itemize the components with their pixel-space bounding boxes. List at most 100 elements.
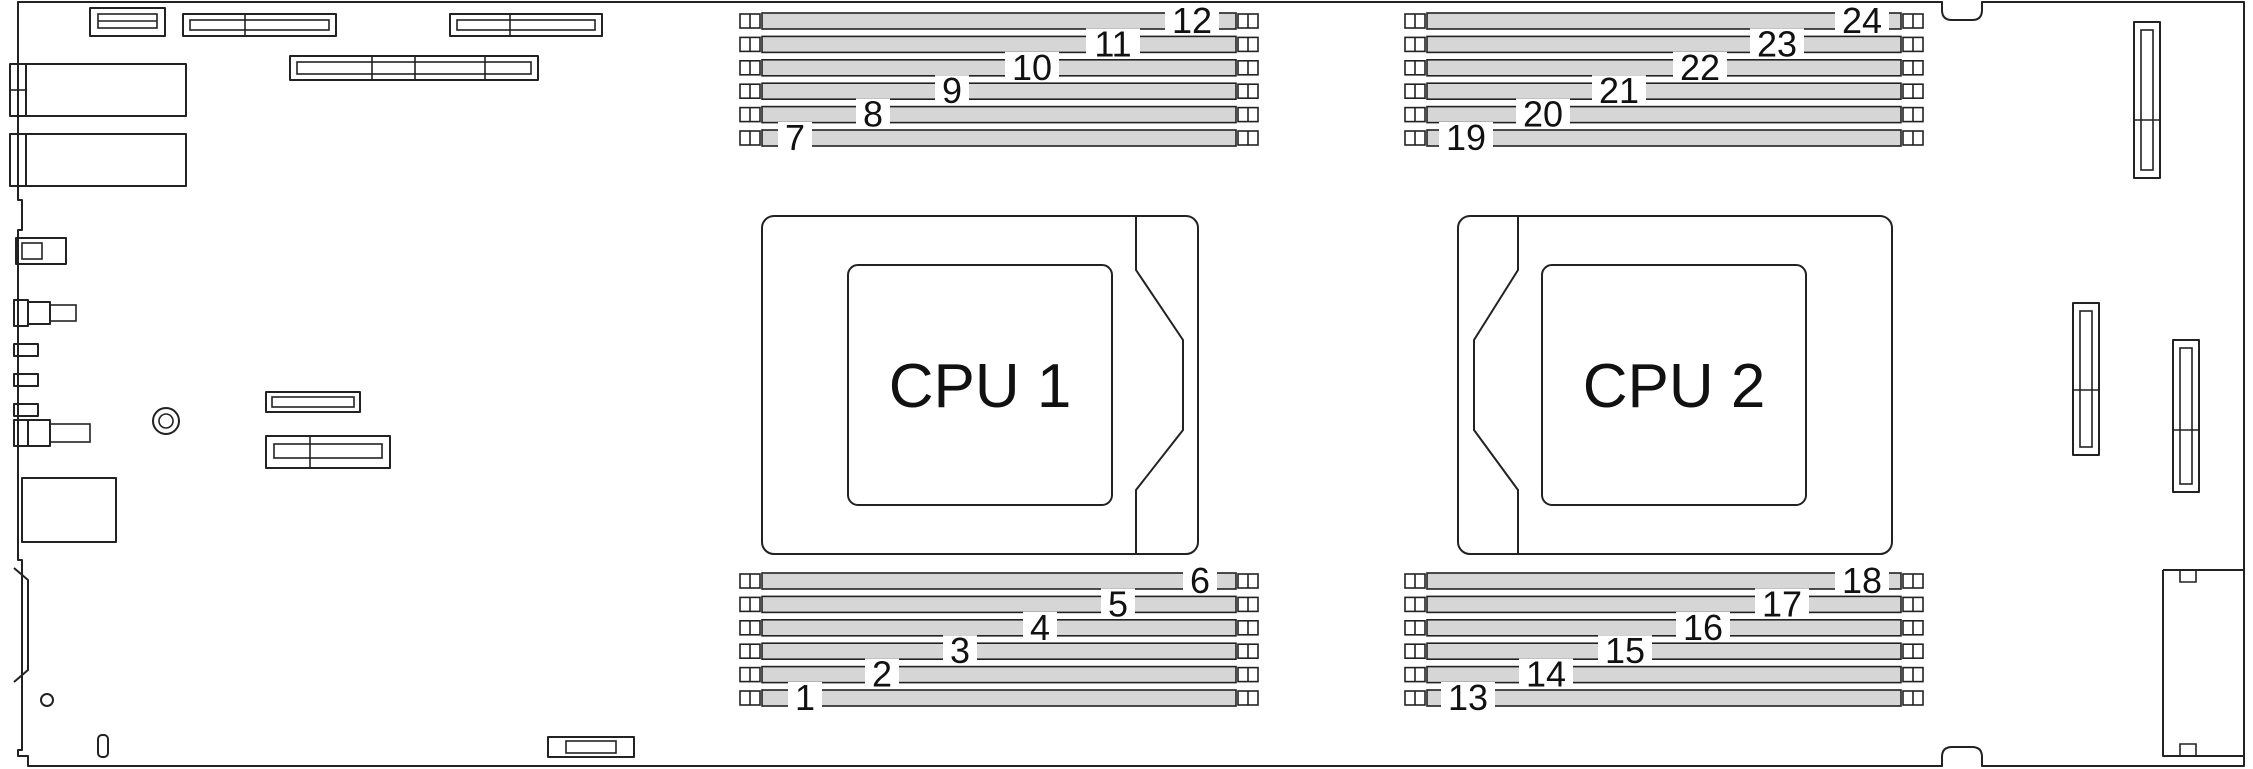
dimm-slot-label: 12 xyxy=(1172,0,1212,41)
rear-port-2 xyxy=(9,133,187,187)
dimm-body xyxy=(761,105,1237,124)
dimm-slot-label: 8 xyxy=(863,94,883,135)
dimm-label-bg xyxy=(1835,5,1889,35)
dimm-slot-label: 14 xyxy=(1526,654,1566,695)
dimm-body xyxy=(1426,129,1902,147)
power-connector-2 xyxy=(13,419,91,447)
dimm-body xyxy=(761,82,1237,100)
top-connector-4 xyxy=(289,55,539,81)
round-component xyxy=(152,407,180,435)
dimm-label-bg xyxy=(1101,588,1135,619)
dimm-slot-label: 2 xyxy=(872,654,892,695)
dimm-body xyxy=(761,665,1237,684)
dimm-body xyxy=(761,618,1237,637)
dimm-slot-label: 23 xyxy=(1757,23,1797,64)
dimm-slot-2: 2 xyxy=(739,654,1259,695)
dimm-body xyxy=(1426,689,1902,707)
dimm-slot-17: 17 xyxy=(1404,583,1924,624)
right-edge-connector xyxy=(2162,569,2244,757)
rear-port-3 xyxy=(15,237,67,265)
dimm-label-bg xyxy=(865,658,899,689)
dimm-slot-14: 14 xyxy=(1404,654,1924,695)
dimm-slot-label: 1 xyxy=(795,677,815,718)
dimm-label-bg xyxy=(788,682,822,712)
dimm-label-bg xyxy=(1439,122,1493,152)
dimm-slot-8: 8 xyxy=(739,94,1259,135)
dimm-body xyxy=(761,572,1237,590)
dimm-slot-label: 18 xyxy=(1842,560,1882,601)
board-outline xyxy=(17,1,2245,767)
dimm-slot-12: 12 xyxy=(739,0,1259,41)
dimm-slot-10: 10 xyxy=(739,47,1259,88)
led-group xyxy=(13,343,39,417)
dimm-label-bg xyxy=(778,122,812,152)
right-slot-3 xyxy=(2172,339,2200,493)
dimm-slot-4: 4 xyxy=(739,607,1259,648)
dimm-body xyxy=(1426,58,1902,77)
dimm-slot-label: 9 xyxy=(942,70,962,111)
dimm-label-bg xyxy=(1676,611,1730,642)
dimm-label-bg xyxy=(1441,682,1495,712)
dimm-body xyxy=(1426,82,1902,100)
dimm-label-bg xyxy=(1086,28,1140,59)
dimm-label-bg xyxy=(1005,51,1059,82)
dimm-slot-7: 7 xyxy=(739,117,1259,158)
dimm-slot-label: 11 xyxy=(1094,23,1131,64)
dimm-label-bg xyxy=(1750,28,1804,59)
dimm-slot-label: 20 xyxy=(1523,94,1563,135)
dimm-body xyxy=(761,642,1237,661)
dimm-slot-15: 15 xyxy=(1404,630,1924,671)
dimm-body xyxy=(1426,642,1902,661)
dimm-label-bg xyxy=(1516,98,1570,129)
dimm-slot-label: 7 xyxy=(785,117,805,158)
coin-slot xyxy=(97,734,109,758)
dimm-slot-11: 11 xyxy=(739,23,1259,64)
dimm-body xyxy=(1426,35,1902,54)
dimm-slot-label: 5 xyxy=(1108,583,1128,624)
dimm-label-bg xyxy=(1598,635,1652,666)
dimm-slot-13: 13 xyxy=(1404,677,1924,718)
dimm-slot-19: 19 xyxy=(1404,117,1924,158)
dimm-slot-24: 24 xyxy=(1404,0,1924,41)
dimm-body xyxy=(761,35,1237,54)
dimm-body xyxy=(1426,12,1902,30)
dimm-label-bg xyxy=(1023,611,1057,642)
dimm-label-bg xyxy=(856,98,890,129)
mid-connector-1 xyxy=(265,391,361,413)
mid-connector-2 xyxy=(265,435,391,469)
dimm-slot-label: 21 xyxy=(1599,70,1639,111)
cpu2-socket: CPU 2 xyxy=(1457,215,1893,555)
dimm-body xyxy=(761,129,1237,147)
power-connector-1 xyxy=(13,299,77,327)
dimm-slot-6: 6 xyxy=(739,560,1259,601)
dimm-label-bg xyxy=(1183,565,1217,595)
dimm-body xyxy=(1426,572,1902,590)
dimm-slot-label: 15 xyxy=(1605,630,1645,671)
dimm-slot-9: 9 xyxy=(739,70,1259,111)
dimm-slot-1: 1 xyxy=(739,677,1259,718)
rear-port-4 xyxy=(21,477,117,543)
dimm-slot-label: 3 xyxy=(950,630,970,671)
dimm-label-bg xyxy=(1673,51,1727,82)
dimm-slot-label: 24 xyxy=(1842,0,1882,41)
dimm-slot-label: 22 xyxy=(1680,47,1720,88)
right-slot-1 xyxy=(2133,21,2161,179)
right-slot-2 xyxy=(2072,302,2100,456)
dimm-slot-label: 6 xyxy=(1190,560,1210,601)
rear-port-1 xyxy=(9,63,187,117)
dimm-label-bg xyxy=(935,75,969,106)
serial-port xyxy=(13,567,54,707)
dimm-slot-label: 17 xyxy=(1762,583,1802,624)
dimm-label-bg xyxy=(1592,75,1646,106)
dimm-slot-18: 18 xyxy=(1404,560,1924,601)
dimm-slot-5: 5 xyxy=(739,583,1259,624)
cpu2-label: CPU 2 xyxy=(1583,352,1766,421)
dimm-slot-22: 22 xyxy=(1404,47,1924,88)
dimm-slot-16: 16 xyxy=(1404,607,1924,648)
dimm-body xyxy=(761,689,1237,707)
dimm-body xyxy=(1426,618,1902,637)
dimm-body xyxy=(761,58,1237,77)
dimm-slot-label: 10 xyxy=(1012,47,1052,88)
dimm-slot-label: 13 xyxy=(1448,677,1488,718)
